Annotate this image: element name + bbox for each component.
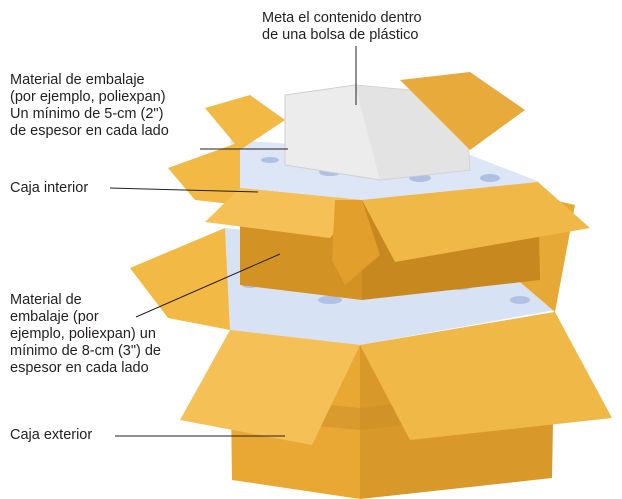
plastic-bag-label: Meta el contenido dentro de una bolsa de…	[262, 10, 422, 43]
inner-flap-front-left	[205, 188, 362, 238]
outer-flap-left	[130, 228, 230, 330]
inner-flap-back-left	[205, 95, 285, 150]
inner-box-corner	[332, 200, 380, 285]
inner-box	[168, 72, 590, 300]
outer-flap-front-right	[360, 312, 612, 440]
leader-lines	[109, 46, 357, 437]
outer-flap-front-left	[180, 330, 360, 445]
inner-packing-label: Material de embalaje (por ejemplo, polie…	[10, 72, 169, 139]
leader-outer-packing	[135, 253, 281, 318]
inner-flap-left	[168, 142, 240, 205]
outer-box-label: Caja exterior	[10, 427, 93, 443]
leader-inner-box	[109, 187, 259, 193]
inner-flap-front-right	[362, 182, 590, 262]
inner-box-label: Caja interior	[10, 180, 89, 196]
inner-flap-back-right	[400, 72, 525, 150]
outer-packing-label: Material de embalaje (por ejemplo, polie…	[10, 292, 161, 376]
